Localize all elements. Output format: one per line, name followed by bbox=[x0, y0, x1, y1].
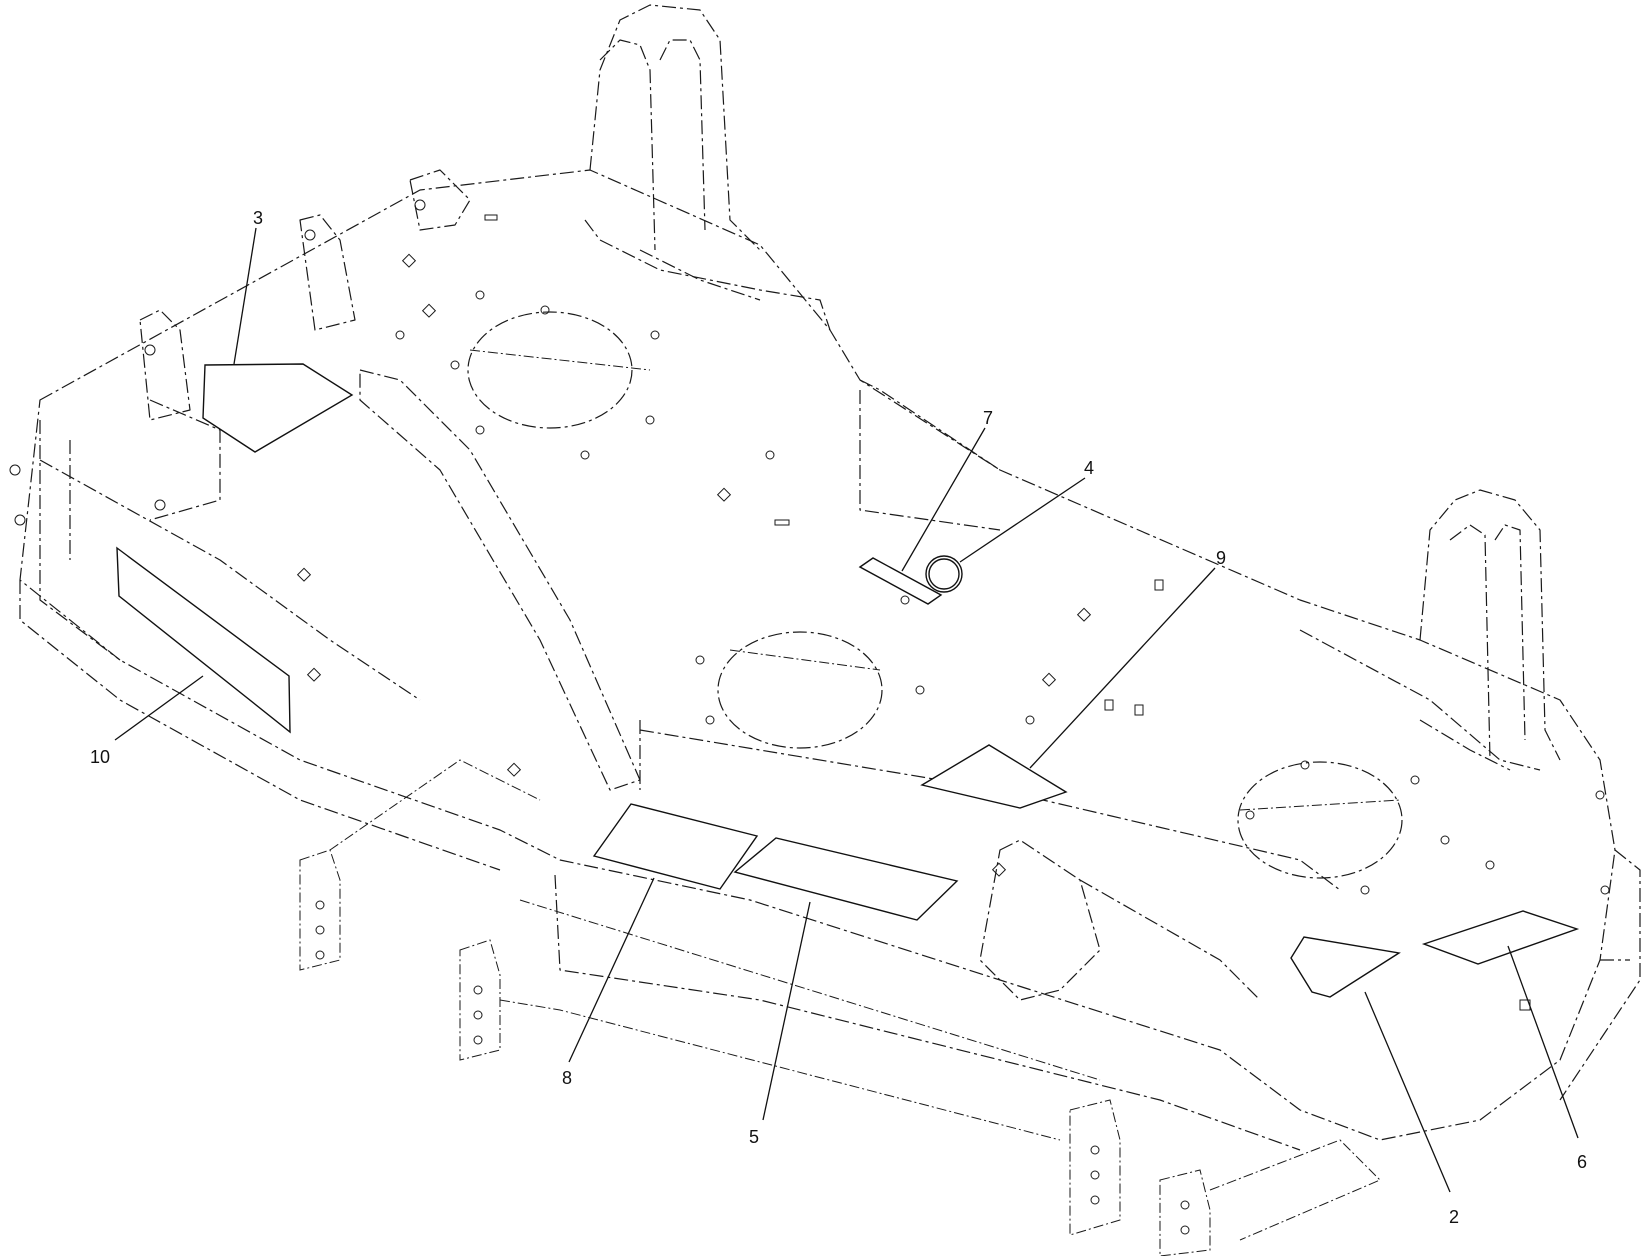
leader-7 bbox=[901, 427, 986, 572]
decal-6 bbox=[1421, 910, 1580, 965]
decals bbox=[116, 363, 1580, 998]
leader-6 bbox=[1507, 945, 1579, 1139]
leader-3 bbox=[233, 227, 257, 365]
decal-10 bbox=[116, 546, 291, 734]
callout-10: 10 bbox=[90, 747, 110, 767]
callout-2: 2 bbox=[1449, 1207, 1459, 1227]
mounting-holes bbox=[9, 199, 1610, 1235]
center-spindle-opening bbox=[717, 631, 883, 749]
decal-9 bbox=[920, 744, 1068, 809]
decal-8 bbox=[592, 803, 759, 890]
leader-4 bbox=[959, 477, 1086, 563]
decal-7 bbox=[858, 557, 943, 605]
leader-10 bbox=[114, 675, 204, 741]
callout-3: 3 bbox=[253, 208, 263, 228]
leader-2 bbox=[1364, 991, 1451, 1193]
leader-9 bbox=[1029, 567, 1216, 769]
callout-5: 5 bbox=[749, 1127, 759, 1147]
decal-5 bbox=[733, 837, 959, 921]
leader-lines bbox=[114, 227, 1579, 1193]
callout-labels: 2 3 4 5 6 7 8 9 10 bbox=[90, 208, 1587, 1227]
leader-8 bbox=[568, 877, 655, 1063]
left-spindle-opening bbox=[467, 311, 633, 429]
callout-9: 9 bbox=[1216, 548, 1226, 568]
callout-4: 4 bbox=[1084, 458, 1094, 478]
callout-7: 7 bbox=[983, 408, 993, 428]
decal-3 bbox=[202, 363, 354, 453]
callout-6: 6 bbox=[1577, 1152, 1587, 1172]
spindle-openings bbox=[467, 311, 1403, 879]
decal-2 bbox=[1290, 936, 1401, 998]
mower-deck-outline bbox=[19, 4, 1641, 1256]
leader-5 bbox=[762, 901, 811, 1121]
callout-8: 8 bbox=[562, 1068, 572, 1088]
right-spindle-opening bbox=[1237, 761, 1403, 879]
